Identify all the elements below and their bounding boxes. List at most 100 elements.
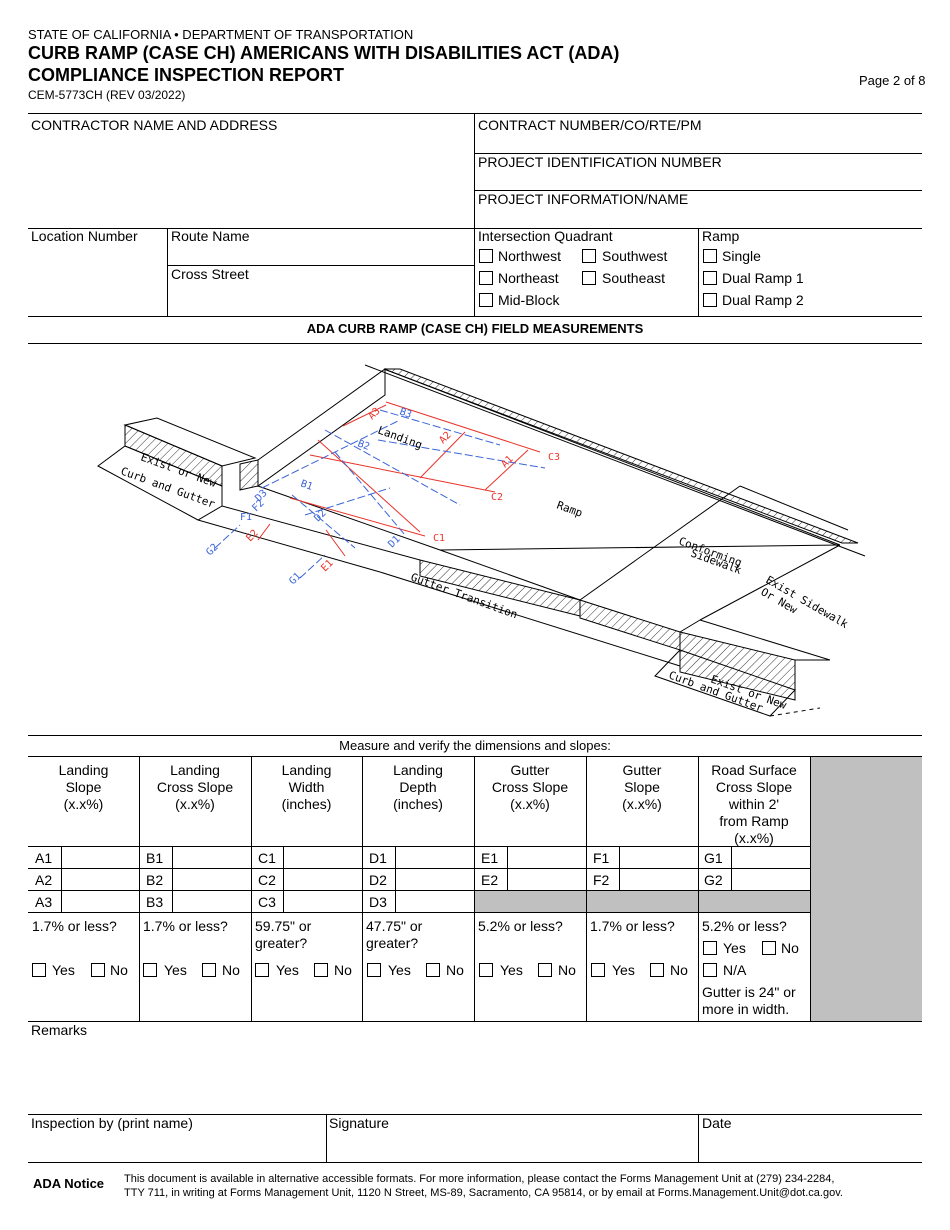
value-field-a3[interactable] bbox=[62, 891, 139, 912]
f-no-checkbox[interactable] bbox=[650, 963, 664, 977]
northwest-checkbox[interactable] bbox=[479, 249, 493, 263]
c-yes-checkbox[interactable] bbox=[255, 963, 269, 977]
rule bbox=[28, 868, 810, 869]
point-g2: G2 bbox=[204, 542, 220, 558]
row-label-c1: C1 bbox=[258, 850, 276, 866]
row-label-b1: B1 bbox=[146, 850, 164, 866]
ada-notice-label: ADA Notice bbox=[33, 1176, 105, 1191]
northeast-checkbox[interactable] bbox=[479, 271, 493, 285]
b-no-checkbox[interactable] bbox=[202, 963, 216, 977]
rule bbox=[167, 228, 168, 316]
rule bbox=[167, 265, 474, 266]
remarks-field[interactable] bbox=[28, 1040, 922, 1113]
d-no-checkbox[interactable] bbox=[426, 963, 440, 977]
d-no-label: No bbox=[446, 962, 464, 978]
value-field-f2[interactable] bbox=[620, 869, 698, 890]
f-no-label: No bbox=[670, 962, 688, 978]
g-na-checkbox[interactable] bbox=[703, 963, 717, 977]
form-title-line1: CURB RAMP (CASE CH) AMERICANS WITH DISAB… bbox=[28, 43, 620, 63]
measure-caption: Measure and verify the dimensions and sl… bbox=[339, 738, 611, 753]
rule bbox=[28, 756, 922, 757]
row-label-d2: D2 bbox=[369, 872, 387, 888]
rule bbox=[172, 846, 173, 912]
point-f1: F1 bbox=[240, 512, 252, 523]
criteria-g: 5.2% or less? bbox=[702, 918, 787, 934]
southeast-checkbox[interactable] bbox=[582, 271, 596, 285]
f-yes-checkbox[interactable] bbox=[591, 963, 605, 977]
point-a1: A1 bbox=[499, 454, 515, 470]
rule bbox=[810, 757, 811, 1021]
a-no-label: No bbox=[110, 962, 128, 978]
g-no-checkbox[interactable] bbox=[762, 941, 776, 955]
mid-block-label: Mid-Block bbox=[498, 292, 560, 308]
value-field-d2[interactable] bbox=[396, 869, 474, 890]
route-name-label: Route Name bbox=[171, 228, 250, 244]
rule bbox=[731, 846, 732, 890]
dual-ramp-1-label: Dual Ramp 1 bbox=[722, 270, 804, 286]
rule bbox=[28, 316, 922, 317]
row-label-a2: A2 bbox=[35, 872, 53, 888]
value-field-d3[interactable] bbox=[396, 891, 474, 912]
dual-ramp-2-checkbox[interactable] bbox=[703, 293, 717, 307]
row-label-g1: G1 bbox=[704, 850, 723, 866]
point-e2: E2 bbox=[244, 528, 260, 544]
value-field-e1[interactable] bbox=[508, 847, 586, 868]
value-field-b3[interactable] bbox=[173, 891, 251, 912]
value-field-f1[interactable] bbox=[620, 847, 698, 868]
c-no-label: No bbox=[334, 962, 352, 978]
contractor-label: CONTRACTOR NAME AND ADDRESS bbox=[31, 117, 278, 133]
e-no-label: No bbox=[558, 962, 576, 978]
rule bbox=[474, 190, 922, 191]
single-ramp-checkbox[interactable] bbox=[703, 249, 717, 263]
ramp-label: Ramp bbox=[702, 228, 740, 244]
value-field-b2[interactable] bbox=[173, 869, 251, 890]
southwest-checkbox[interactable] bbox=[582, 249, 596, 263]
project-info-label: PROJECT INFORMATION/NAME bbox=[478, 191, 689, 207]
shaded-cell bbox=[810, 757, 922, 1021]
row-label-c3: C3 bbox=[258, 894, 276, 910]
date-field[interactable] bbox=[699, 1133, 921, 1161]
form-number: CEM-5773CH (REV 03/2022) bbox=[28, 88, 186, 102]
e-no-checkbox[interactable] bbox=[538, 963, 552, 977]
page-number: Page 2 of 8 bbox=[859, 73, 926, 88]
b-yes-label: Yes bbox=[164, 962, 187, 978]
g-yes-checkbox[interactable] bbox=[703, 941, 717, 955]
value-field-g2[interactable] bbox=[732, 869, 810, 890]
value-field-a1[interactable] bbox=[62, 847, 139, 868]
row-label-f2: F2 bbox=[593, 872, 610, 888]
value-field-c2[interactable] bbox=[284, 869, 362, 890]
e-yes-checkbox[interactable] bbox=[479, 963, 493, 977]
f-yes-label: Yes bbox=[612, 962, 635, 978]
value-field-g1[interactable] bbox=[732, 847, 810, 868]
value-field-c1[interactable] bbox=[284, 847, 362, 868]
rule bbox=[28, 228, 922, 229]
signature-label: Signature bbox=[329, 1115, 389, 1131]
rule bbox=[28, 890, 810, 891]
signature-field[interactable] bbox=[327, 1133, 697, 1161]
value-field-b1[interactable] bbox=[173, 847, 251, 868]
value-field-c3[interactable] bbox=[284, 891, 362, 912]
mid-block-checkbox[interactable] bbox=[479, 293, 493, 307]
c-no-checkbox[interactable] bbox=[314, 963, 328, 977]
dual-ramp-1-checkbox[interactable] bbox=[703, 271, 717, 285]
inspection-by-field[interactable] bbox=[29, 1133, 325, 1161]
value-field-e2[interactable] bbox=[508, 869, 586, 890]
row-label-g2: G2 bbox=[704, 872, 723, 888]
value-field-d1[interactable] bbox=[396, 847, 474, 868]
d-yes-checkbox[interactable] bbox=[367, 963, 381, 977]
point-c3: C3 bbox=[548, 452, 560, 463]
a-no-checkbox[interactable] bbox=[91, 963, 105, 977]
criteria-e: 5.2% or less? bbox=[478, 918, 563, 934]
value-field-a2[interactable] bbox=[62, 869, 139, 890]
b-yes-checkbox[interactable] bbox=[143, 963, 157, 977]
a-yes-checkbox[interactable] bbox=[32, 963, 46, 977]
rule bbox=[326, 1114, 327, 1162]
criteria-b: 1.7% or less? bbox=[143, 918, 228, 934]
point-b3: B3 bbox=[398, 406, 413, 420]
point-a2: A2 bbox=[437, 430, 453, 446]
southwest-label: Southwest bbox=[602, 248, 668, 264]
